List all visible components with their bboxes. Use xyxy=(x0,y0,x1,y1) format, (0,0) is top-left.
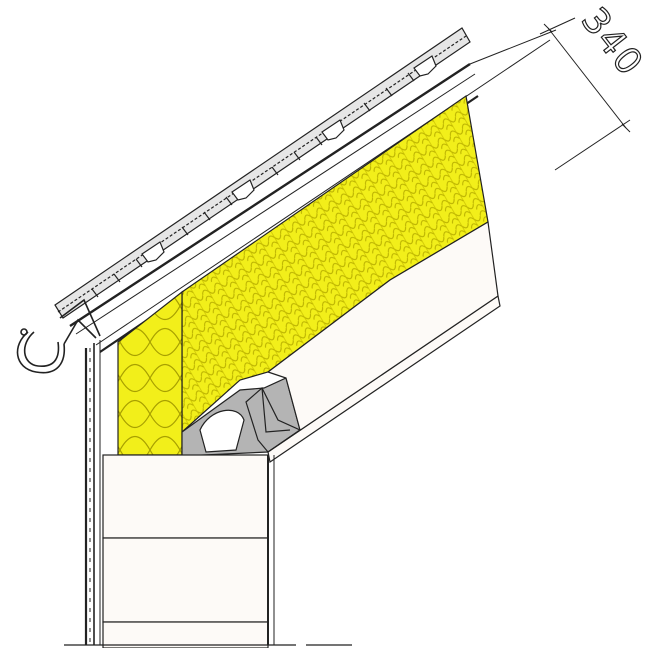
wall-boards xyxy=(102,454,275,648)
tile-joint xyxy=(385,87,393,97)
wall-cladding xyxy=(84,340,101,645)
tile-joint xyxy=(293,151,301,161)
tile-joint xyxy=(203,211,211,221)
tile-hook xyxy=(231,179,255,201)
tile-joint xyxy=(181,226,189,236)
dimension-annotation xyxy=(469,17,631,171)
ceiling-cavity xyxy=(266,221,499,453)
tile-hooks xyxy=(91,55,437,298)
tile-hook xyxy=(321,119,345,141)
wall-insulation xyxy=(117,290,183,456)
tile-joint xyxy=(363,102,371,112)
gutter xyxy=(16,298,101,374)
bracket-lower xyxy=(199,387,302,453)
tile-joint xyxy=(315,136,323,146)
tile-joint xyxy=(225,196,233,206)
tile-joint xyxy=(113,273,121,283)
tile-joint xyxy=(271,166,279,176)
tile-joint xyxy=(135,258,143,268)
dimension-label: 340 xyxy=(573,0,651,84)
tile-joint xyxy=(407,72,415,82)
tile-joint xyxy=(91,288,99,298)
tile-hook xyxy=(141,241,165,263)
tile-hook xyxy=(413,55,437,77)
